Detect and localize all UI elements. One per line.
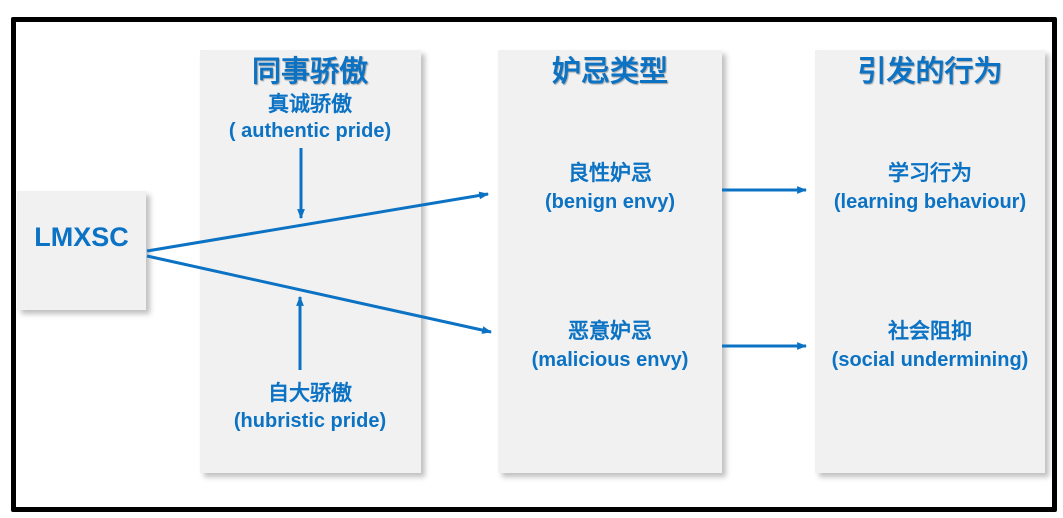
benign-envy-zh: 良性妒忌 <box>568 162 652 185</box>
header-triggered-behaviour: 引发的行为 <box>857 56 1003 88</box>
lmxsc-node: LMXSC <box>17 191 146 310</box>
learning-behaviour-zh: 学习行为 <box>888 162 972 185</box>
panel-envy-type <box>498 50 722 473</box>
social-undermining-en: (social undermining) <box>831 349 1029 371</box>
authentic-pride-zh: 真诚骄傲 <box>268 93 352 116</box>
header-envy-type: 妒忌类型 <box>551 56 669 88</box>
benign-envy-en: (benign envy) <box>544 191 676 213</box>
panel-triggered-behaviour <box>815 50 1045 473</box>
lmxsc-label: LMXSC <box>34 222 129 252</box>
authentic-pride-en: ( authentic pride) <box>228 120 392 142</box>
learning-behaviour-en: (learning behaviour) <box>833 191 1027 213</box>
social-undermining-zh: 社会阻抑 <box>888 320 972 343</box>
hubristic-pride-zh: 自大骄傲 <box>268 382 352 405</box>
malicious-envy-en: (malicious envy) <box>531 349 689 371</box>
malicious-envy-zh: 恶意妒忌 <box>568 320 652 343</box>
hubristic-pride-en: (hubristic pride) <box>233 410 387 432</box>
header-colleague-pride: 同事骄傲 <box>251 56 369 88</box>
